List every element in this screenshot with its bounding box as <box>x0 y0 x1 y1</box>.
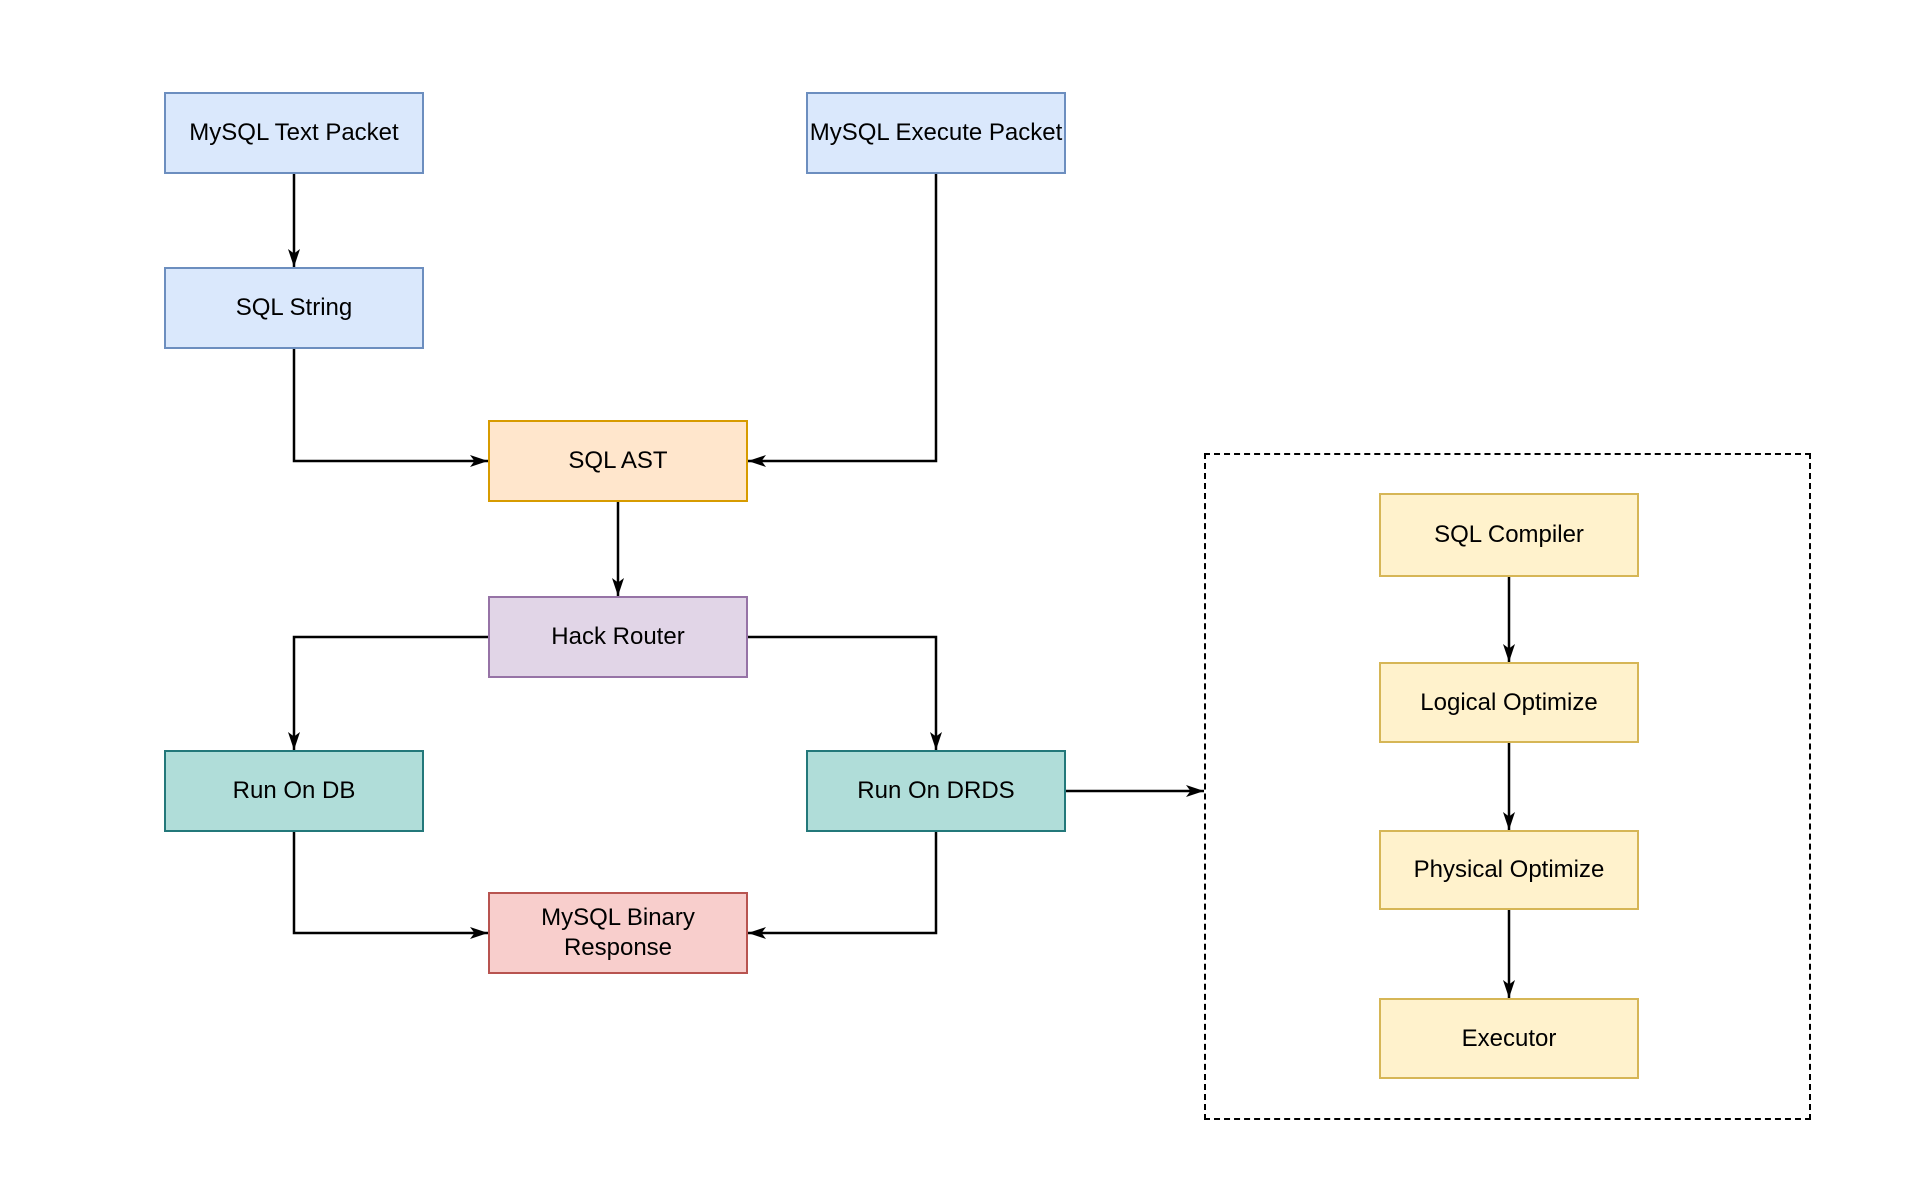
node-sql-compiler: SQL Compiler <box>1379 493 1639 577</box>
edge-sql-string-to-sql-ast <box>292 349 488 467</box>
optimizer-group <box>1204 453 1811 1120</box>
node-mysql-execute-packet-label: MySQL Execute Packet <box>809 119 1063 146</box>
node-hack-router: Hack Router <box>488 596 748 678</box>
edge-run-on-db-to-mysql-binary-response <box>292 832 488 939</box>
node-physical-optimize-label: Physical Optimize <box>1413 856 1605 883</box>
node-executor: Executor <box>1379 998 1639 1079</box>
edge-hack-router-to-run-on-drds <box>748 635 942 750</box>
node-run-on-db-label: Run On DB <box>232 777 356 804</box>
node-mysql-execute-packet: MySQL Execute Packet <box>806 92 1066 174</box>
node-sql-string-label: SQL String <box>235 294 353 321</box>
node-executor-label: Executor <box>1461 1024 1557 1052</box>
edge-hack-router-to-run-on-db <box>288 635 488 750</box>
node-sql-compiler-label: SQL Compiler <box>1434 521 1584 548</box>
node-logical-optimize: Logical Optimize <box>1379 662 1639 743</box>
node-mysql-text-packet: MySQL Text Packet <box>164 92 424 174</box>
node-mysql-binary-response-label: MySQL Binary Response <box>541 904 695 961</box>
edge-mysql-execute-packet-to-sql-ast <box>748 174 938 467</box>
node-hack-router-label: Hack Router <box>551 623 685 650</box>
node-sql-ast-label: SQL AST <box>568 447 668 474</box>
node-run-on-drds-label: Run On DRDS <box>857 777 1015 804</box>
node-run-on-drds: Run On DRDS <box>806 750 1066 832</box>
node-logical-optimize-label: Logical Optimize <box>1420 688 1598 716</box>
node-mysql-text-packet-label: MySQL Text Packet <box>189 119 399 146</box>
node-run-on-db: Run On DB <box>164 750 424 832</box>
edge-run-on-drds-to-mysql-binary-response <box>748 832 938 939</box>
node-sql-string: SQL String <box>164 267 424 349</box>
node-physical-optimize: Physical Optimize <box>1379 830 1639 910</box>
node-sql-ast: SQL AST <box>488 420 748 502</box>
node-mysql-binary-response: MySQL Binary Response <box>488 892 748 974</box>
